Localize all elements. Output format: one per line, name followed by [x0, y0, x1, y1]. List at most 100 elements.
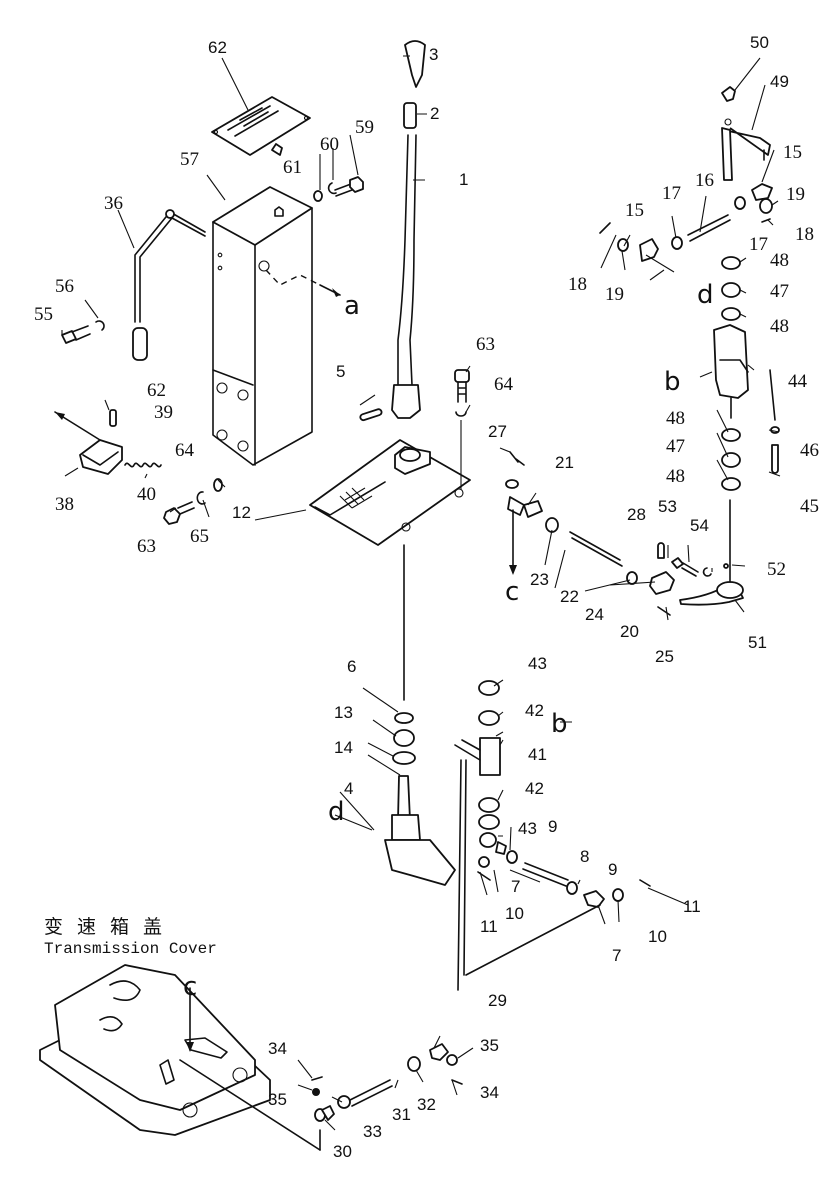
part-rod-22: [545, 517, 638, 585]
callout-13: 13: [334, 703, 353, 722]
callout-2: 2: [430, 104, 439, 123]
callout-63-center: 63: [476, 334, 495, 355]
part-gear-lever: [391, 40, 426, 419]
callout-43-a: 43: [528, 654, 547, 673]
part-base-plate: [309, 439, 471, 701]
callout-54: 54: [690, 516, 709, 535]
callout-25: 25: [655, 647, 674, 666]
part-arm-49: [721, 86, 771, 181]
callout-65: 65: [190, 526, 209, 547]
callout-48-a: 48: [770, 250, 789, 271]
callout-62-b: 62: [147, 380, 166, 401]
part-shift-shaft-4: [384, 712, 456, 886]
callout-23: 23: [530, 570, 549, 589]
part-bolt-55: [61, 320, 105, 344]
part-bolt-63-left: [163, 478, 223, 525]
callout-42-b: 42: [525, 779, 544, 798]
ref-letter-d-mid: d: [328, 797, 345, 827]
ref-letter-a: a: [344, 291, 360, 321]
callout-20: 20: [620, 622, 639, 641]
callout-56: 56: [55, 276, 74, 297]
callout-48-d: 48: [666, 466, 685, 487]
part-shift-rod: [132, 209, 206, 361]
callout-8: 8: [580, 847, 589, 866]
part-bracket-38: [54, 409, 162, 475]
callout-41: 41: [528, 745, 547, 764]
ref-letter-c-bottom: c: [183, 972, 197, 1002]
callout-44: 44: [788, 371, 808, 392]
callout-16: 16: [695, 170, 714, 191]
part-cover-plate: [211, 96, 311, 156]
callout-63-left: 63: [137, 536, 156, 557]
callout-29: 29: [488, 991, 507, 1010]
part-bracket-44-stack: [713, 256, 780, 491]
callout-18-left: 18: [568, 274, 587, 295]
callout-48-b: 48: [770, 316, 789, 337]
callout-19-right: 19: [786, 184, 805, 205]
callout-49: 49: [770, 72, 789, 91]
callout-60: 60: [320, 134, 339, 155]
callout-7-a: 7: [511, 877, 520, 896]
callout-10-b: 10: [648, 927, 667, 946]
callout-39: 39: [154, 402, 173, 423]
part-linkage-bottom: [311, 1043, 463, 1122]
callout-53: 53: [658, 497, 677, 516]
callout-35-right: 35: [480, 1036, 499, 1055]
callout-30: 30: [333, 1142, 352, 1161]
part-lever-51: [679, 499, 744, 606]
callout-7-b: 7: [612, 946, 621, 965]
callout-27: 27: [488, 422, 507, 441]
title-chinese: 变速箱盖: [44, 916, 177, 938]
ref-letter-c-top: c: [505, 577, 519, 607]
callout-1: 1: [459, 170, 468, 189]
part-bolt-63-center: [454, 369, 470, 490]
callout-15-left: 15: [625, 200, 644, 221]
part-pin-5: [359, 408, 383, 422]
callout-42-a: 42: [525, 701, 544, 720]
callout-57: 57: [180, 149, 199, 170]
callout-19-left: 19: [605, 284, 624, 305]
callout-48-c: 48: [666, 408, 685, 429]
ref-letter-d-top: d: [697, 280, 714, 310]
callout-32: 32: [417, 1095, 436, 1114]
callout-22: 22: [560, 587, 579, 606]
callout-35-left: 35: [268, 1090, 287, 1109]
callout-34-right: 34: [480, 1083, 499, 1102]
callout-17-right: 17: [749, 234, 768, 255]
callout-62: 62: [208, 38, 227, 57]
callout-36: 36: [104, 193, 123, 214]
callout-12: 12: [232, 503, 251, 522]
callout-40: 40: [137, 484, 156, 505]
part-lever-41-stack: [454, 680, 651, 991]
leader-lines: [61, 55, 781, 1131]
callout-9-b: 9: [608, 860, 617, 879]
callout-18-right: 18: [795, 224, 814, 245]
callout-61: 61: [283, 157, 302, 178]
callout-31: 31: [392, 1105, 411, 1124]
part-rod-16: [599, 183, 773, 262]
ref-letter-b-top: b: [664, 367, 681, 397]
callout-14: 14: [334, 738, 353, 757]
callout-21: 21: [555, 453, 574, 472]
callout-9-a: 9: [548, 817, 557, 836]
callout-43-b: 43: [518, 819, 537, 838]
callout-4: 4: [344, 779, 353, 798]
callout-24: 24: [585, 605, 604, 624]
callout-17-left: 17: [662, 183, 681, 204]
part-lever-housing: [212, 186, 341, 466]
callout-64-left: 64: [175, 440, 195, 461]
callout-15-right: 15: [783, 142, 802, 163]
callout-34-left: 34: [268, 1039, 287, 1058]
callout-64-center: 64: [494, 374, 514, 395]
callout-6: 6: [347, 657, 356, 676]
callout-33: 33: [363, 1122, 382, 1141]
callout-55: 55: [34, 304, 53, 325]
callout-28: 28: [627, 505, 646, 524]
callout-46: 46: [800, 440, 819, 461]
callout-3: 3: [429, 45, 438, 64]
callout-45: 45: [800, 496, 819, 517]
callout-5: 5: [336, 362, 345, 381]
part-bolt-washers-top: [313, 176, 364, 202]
ref-letter-b-mid: b: [551, 709, 568, 739]
part-transmission-cover: [39, 964, 321, 1151]
